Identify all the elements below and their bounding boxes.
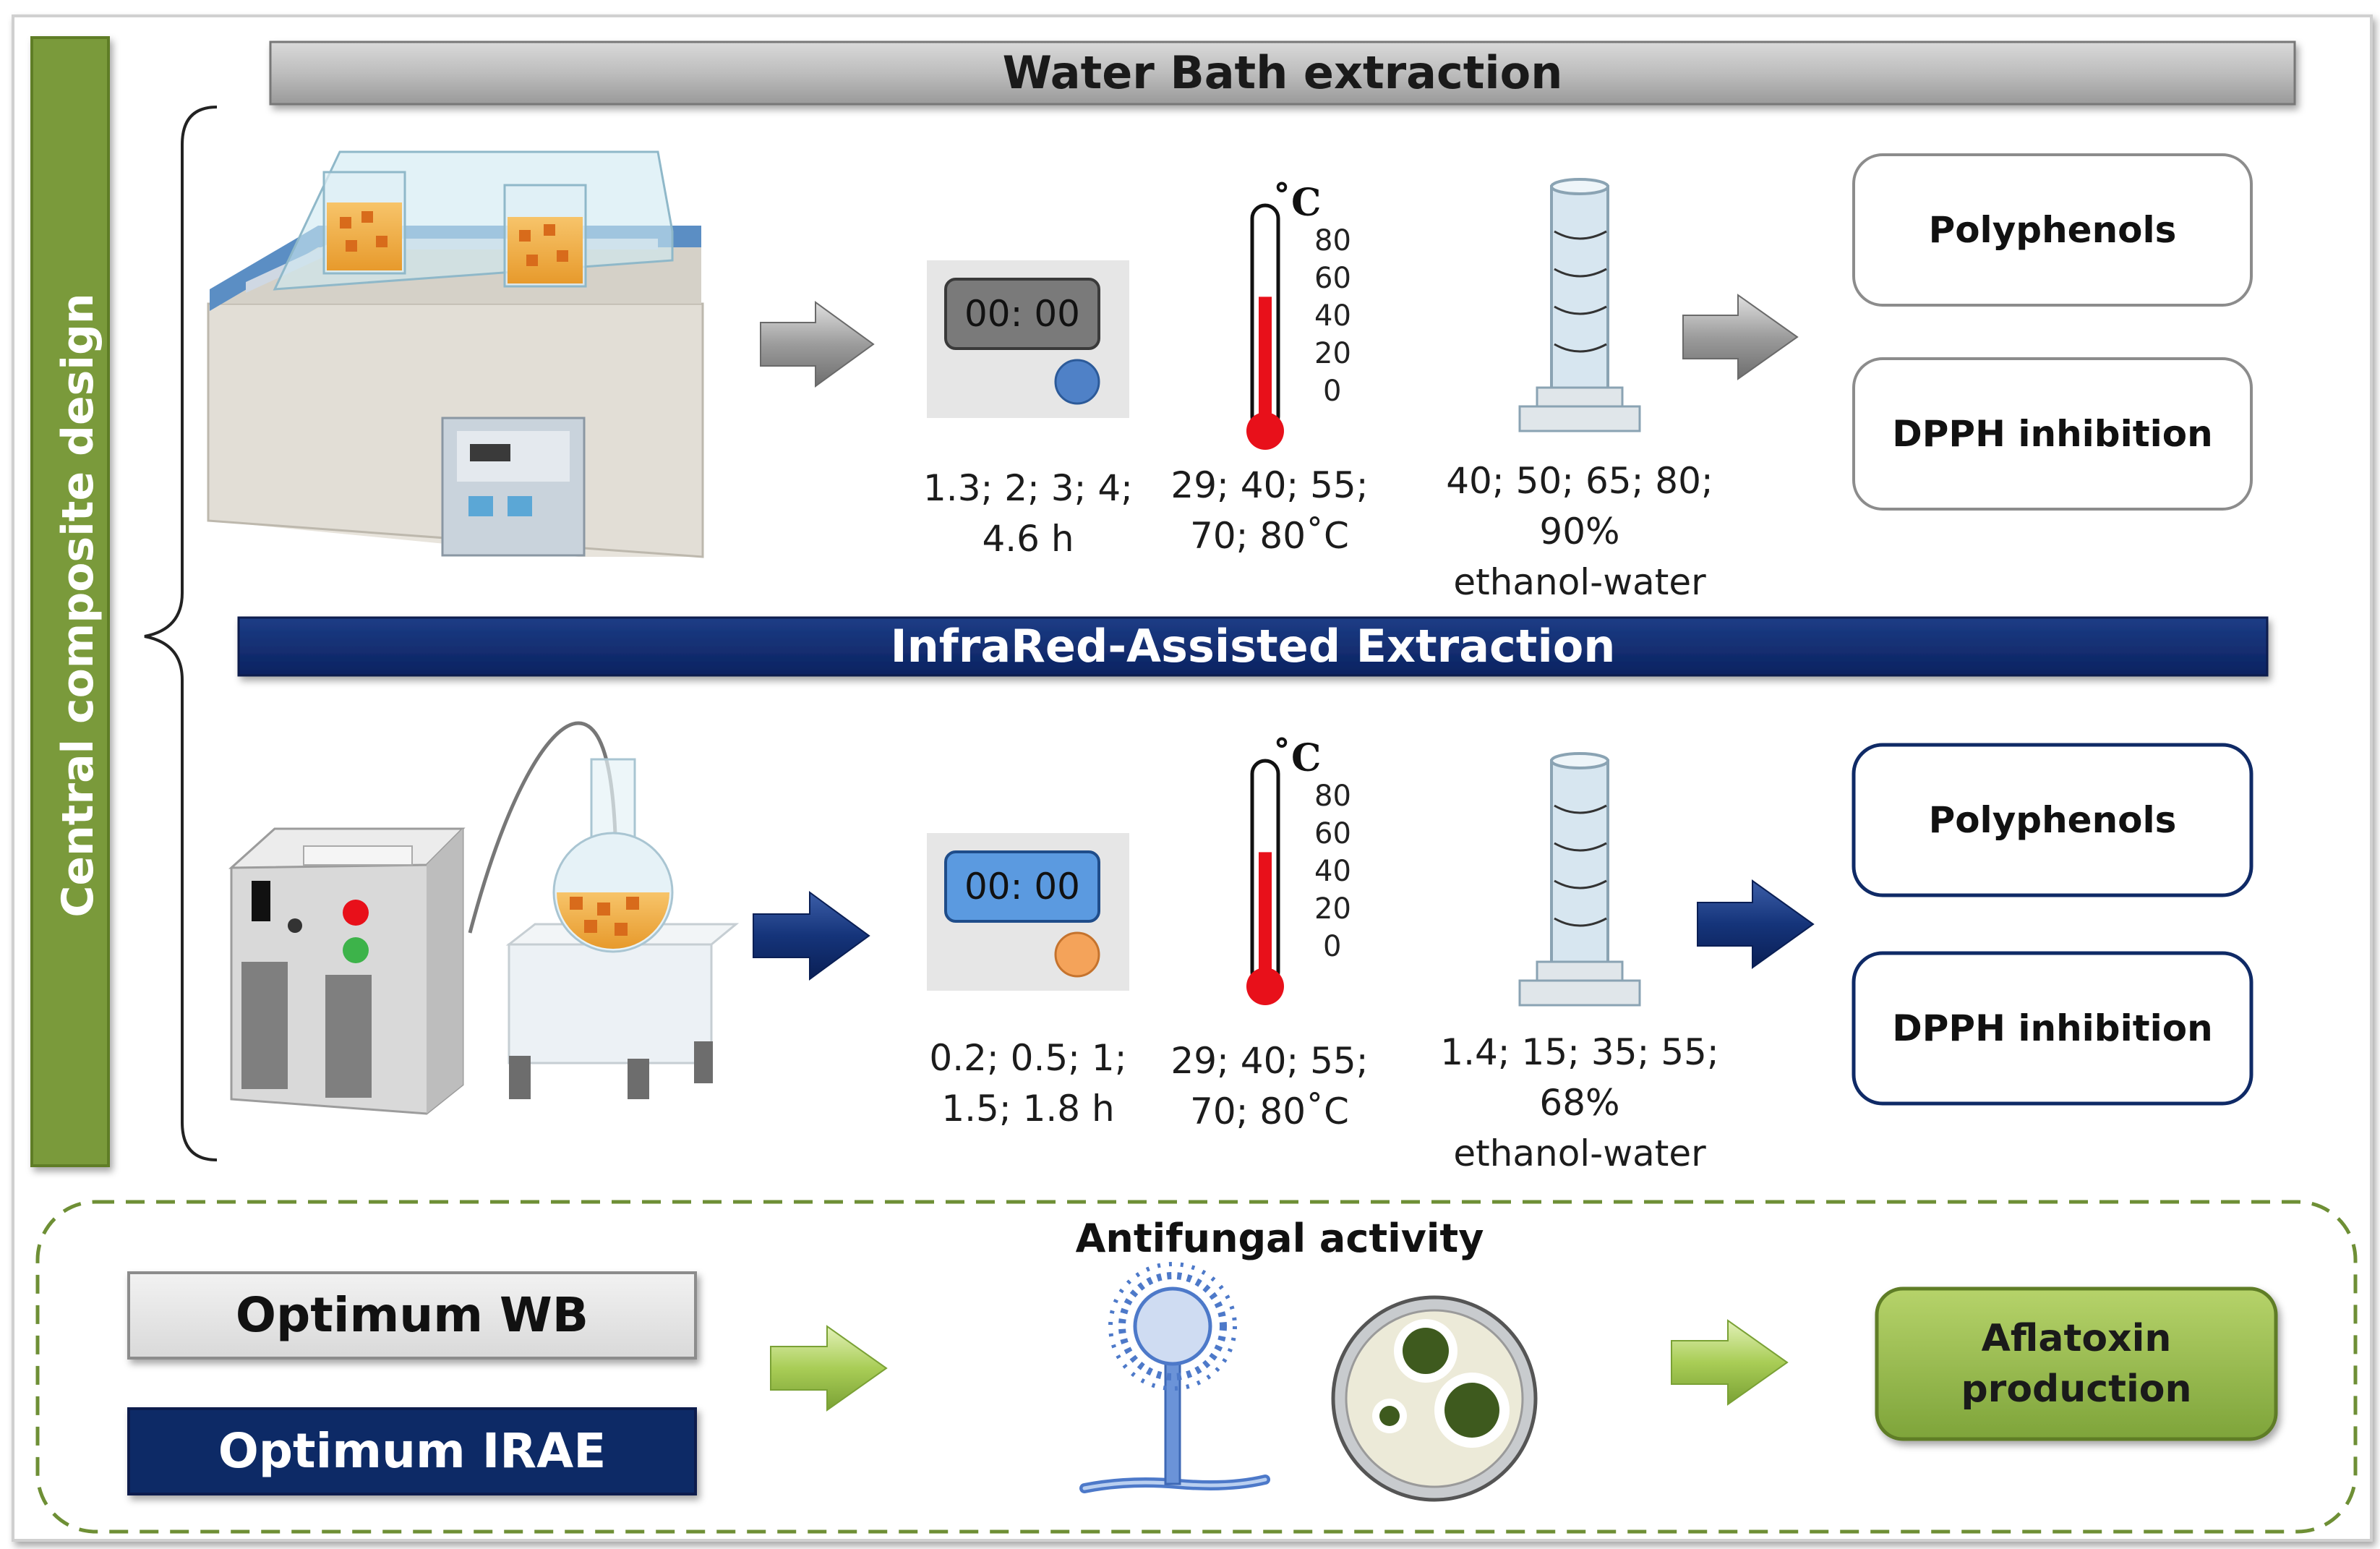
graduated-cylinder-icon — [1518, 752, 1641, 1007]
optimum-wb-box — [127, 1271, 697, 1360]
thermometer-tick: 80 — [1314, 224, 1351, 257]
wb-banner-title: Water Bath extraction — [1002, 46, 1563, 99]
curly-brace — [144, 106, 218, 1161]
wb-output-polyphenols: Polyphenols — [1928, 209, 2177, 251]
infrared-heater-icon — [228, 721, 618, 1115]
antifungal-title: Antifungal activity — [1075, 1216, 1484, 1261]
optimum-wb-label: Optimum WB — [235, 1287, 589, 1343]
thermometer-tick: 40 — [1314, 299, 1351, 333]
irae-output-dpph: DPPH inhibition — [1892, 1007, 2213, 1049]
arrow-icon — [753, 891, 870, 981]
optimum-irae-box — [127, 1407, 697, 1495]
thermometer-tick: 20 — [1314, 337, 1351, 370]
irae-temp-values: 29; 40; 55; 70; 80˚C — [1170, 1040, 1369, 1132]
timer-display: 00: 00 — [964, 293, 1080, 335]
irae-banner-title: InfraRed-Assisted Extraction — [890, 620, 1616, 673]
aflatoxin-box — [1875, 1286, 2278, 1441]
arrow-icon — [1682, 294, 1799, 380]
irae-banner — [237, 616, 2269, 677]
water-bath-icon — [207, 150, 704, 558]
thermometer-icon — [1246, 759, 1284, 1005]
aspergillus-icon — [1079, 1262, 1270, 1493]
graduated-cylinder-icon — [1518, 178, 1641, 432]
arrow-icon — [1697, 879, 1815, 969]
thermometer-tick: 60 — [1314, 817, 1351, 850]
petri-dish-icon — [1331, 1295, 1538, 1502]
thermometer-tick: 0 — [1323, 375, 1342, 408]
irae-time-values: 0.2; 0.5; 1; 1.5; 1.8 h — [929, 1037, 1127, 1130]
round-flask-icon — [505, 758, 740, 1099]
thermometer-tick: 80 — [1314, 780, 1351, 813]
wb-banner — [269, 40, 2296, 106]
output-box — [1852, 743, 2253, 897]
optimum-irae-label: Optimum IRAE — [218, 1423, 607, 1479]
arrow-icon — [770, 1325, 888, 1412]
wb-solvent-values: 40; 50; 65; 80; 90% ethanol-water — [1446, 460, 1713, 603]
wb-output-dpph: DPPH inhibition — [1892, 413, 2213, 455]
thermometer-tick: 40 — [1314, 855, 1351, 888]
antifungal-section — [35, 1200, 2358, 1534]
timer-icon — [927, 833, 1129, 991]
output-box — [1852, 357, 2253, 511]
thermometer-unit: ˚C — [1272, 181, 1322, 225]
irae-solvent-values: 1.4; 15; 35; 55; 68% ethanol-water — [1440, 1031, 1719, 1174]
side-bar — [30, 36, 110, 1167]
wb-temp-values: 29; 40; 55; 70; 80˚C — [1170, 464, 1369, 557]
timer-icon — [927, 260, 1129, 418]
wb-time-values: 1.3; 2; 3; 4; 4.6 h — [923, 467, 1133, 560]
thermometer-tick: 60 — [1314, 262, 1351, 295]
side-label: Central composite design — [53, 293, 103, 918]
output-box — [1852, 153, 2253, 307]
thermometer-tick: 0 — [1323, 930, 1342, 963]
timer-display: 00: 00 — [964, 866, 1080, 908]
aflatoxin-label: Aflatoxin production — [1961, 1317, 2192, 1411]
thermometer-tick: 20 — [1314, 892, 1351, 926]
output-box — [1852, 951, 2253, 1106]
irae-output-polyphenols: Polyphenols — [1928, 799, 2177, 841]
thermometer-icon — [1246, 203, 1284, 450]
thermometer-unit: ˚C — [1272, 736, 1322, 780]
arrow-icon — [1671, 1319, 1789, 1406]
arrow-icon — [760, 301, 875, 388]
